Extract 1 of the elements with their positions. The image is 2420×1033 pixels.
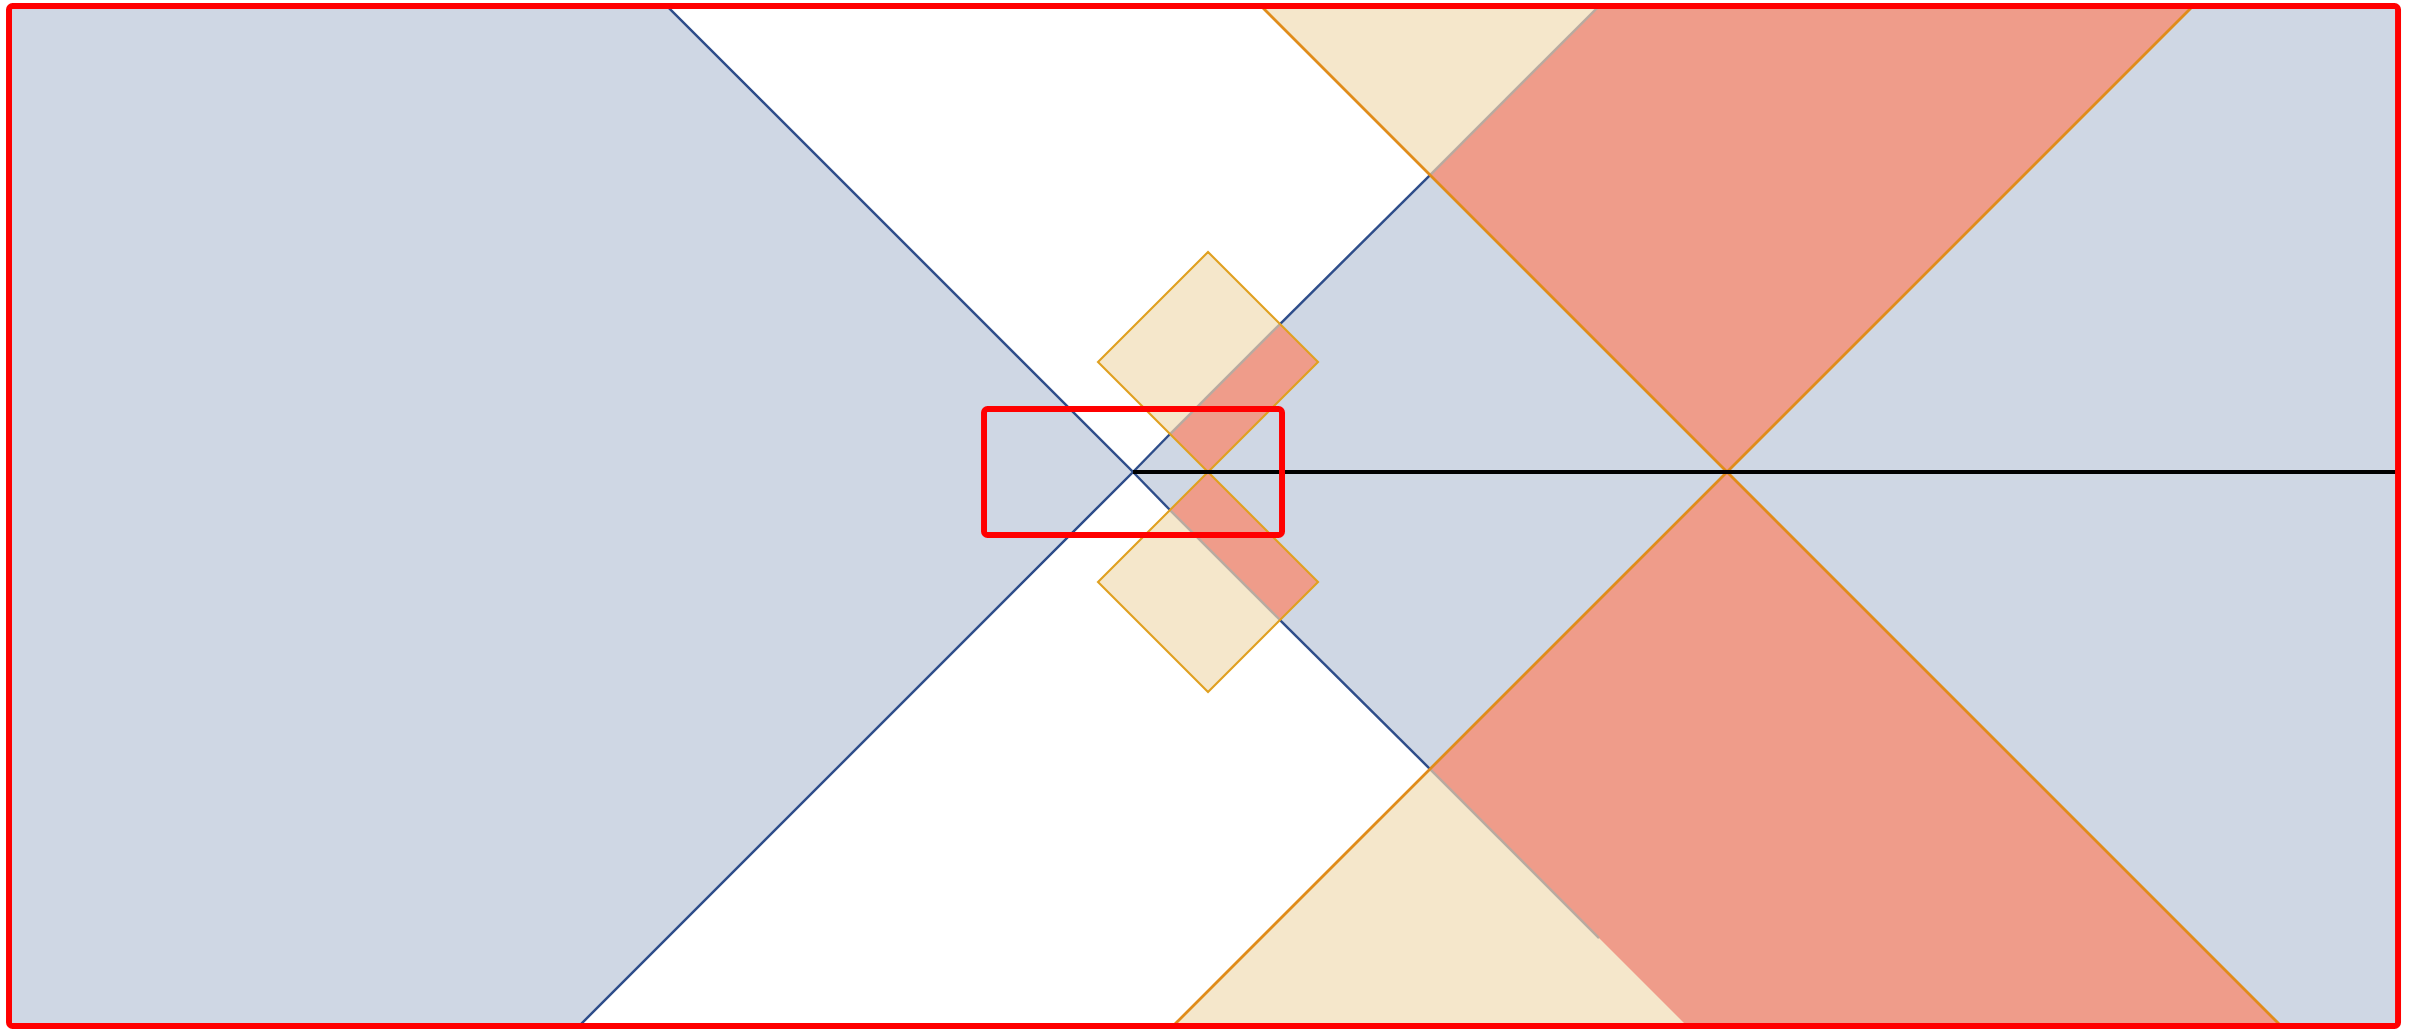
highlight-rectangle <box>981 406 1285 538</box>
